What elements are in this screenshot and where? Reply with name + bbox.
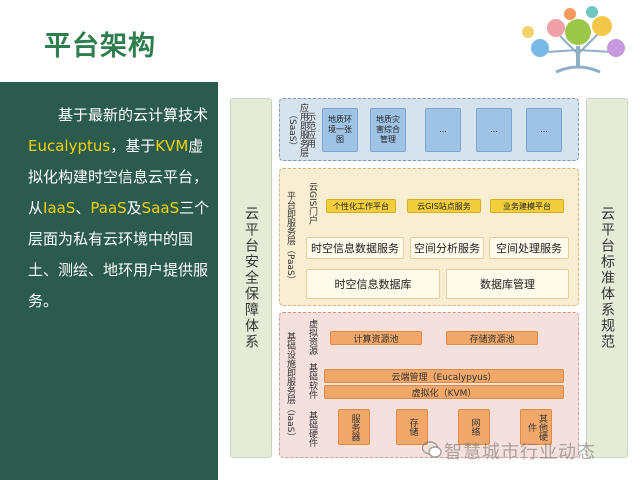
page-title: 平台架构 bbox=[44, 31, 156, 62]
left-panel bbox=[0, 82, 218, 480]
software-label: 基础软件 bbox=[307, 363, 317, 399]
hardware-box: 网络 bbox=[458, 409, 490, 445]
wechat-icon bbox=[422, 441, 442, 458]
security-system-bar: 云平台安全保障体系 bbox=[230, 98, 272, 458]
saas-label: 应用即服务层（SaaS） bbox=[287, 103, 308, 157]
service-box: 空间分析服务 bbox=[410, 237, 484, 259]
storage-pool-box: 存储资源池 bbox=[446, 331, 538, 345]
intro-text: 基于最新的云计算技术Eucalyptus，基于KVM虚拟化构建时空信息云平台，从… bbox=[28, 106, 210, 310]
database-box: 数据库管理 bbox=[446, 269, 569, 299]
database-box: 时空信息数据库 bbox=[306, 269, 440, 299]
saas-box: ... bbox=[476, 108, 512, 152]
saas-box: 地质环境一张图 bbox=[322, 108, 358, 152]
service-box: 空间处理服务 bbox=[489, 237, 569, 259]
saas-box: 地质灾害综合管理 bbox=[370, 108, 406, 152]
tree-logo-icon bbox=[522, 6, 625, 74]
hardware-box: 其他硬件 bbox=[520, 409, 552, 445]
saas-layer: 应用即服务层（SaaS） 示范应用 地质环境一张图 地质灾害综合管理 ... .… bbox=[279, 98, 579, 161]
iaas-label: 基础设施即服务层（IaaS） bbox=[285, 332, 295, 442]
paas-sub-label: 云GIS门户 bbox=[307, 181, 317, 225]
portal-box: 个性化工作平台 bbox=[326, 199, 396, 213]
paas-label: 平台即服务层（PaaS） bbox=[285, 191, 295, 285]
cloud-mgmt-box: 云端管理（Eucalypyus） bbox=[324, 369, 564, 383]
saas-sub-label: 示范应用 bbox=[305, 112, 315, 148]
watermark-text: 智慧城市行业动态 bbox=[444, 442, 596, 463]
compute-pool-box: 计算资源池 bbox=[330, 331, 422, 345]
hardware-box: 服务器 bbox=[338, 409, 370, 445]
portal-box: 云GIS站点服务 bbox=[407, 199, 481, 213]
paas-layer: 平台即服务层（PaaS） 云GIS门户 个性化工作平台 云GIS站点服务 业务建… bbox=[279, 168, 579, 306]
virtual-label: 虚拟资源 bbox=[307, 319, 317, 355]
iaas-layer: 基础设施即服务层（IaaS） 虚拟资源 计算资源池 存储资源池 基础软件 云端管… bbox=[279, 312, 579, 458]
saas-box: ... bbox=[425, 108, 461, 152]
hardware-box: 存储 bbox=[396, 409, 428, 445]
hardware-label: 基础硬件 bbox=[307, 411, 317, 447]
portal-box: 业务建模平台 bbox=[490, 199, 564, 213]
service-box: 时空信息数据服务 bbox=[306, 237, 404, 259]
virtualization-box: 虚拟化（KVM） bbox=[324, 385, 564, 399]
saas-box: ... bbox=[526, 108, 562, 152]
standard-system-bar: 云平台标准体系规范 bbox=[586, 98, 628, 458]
